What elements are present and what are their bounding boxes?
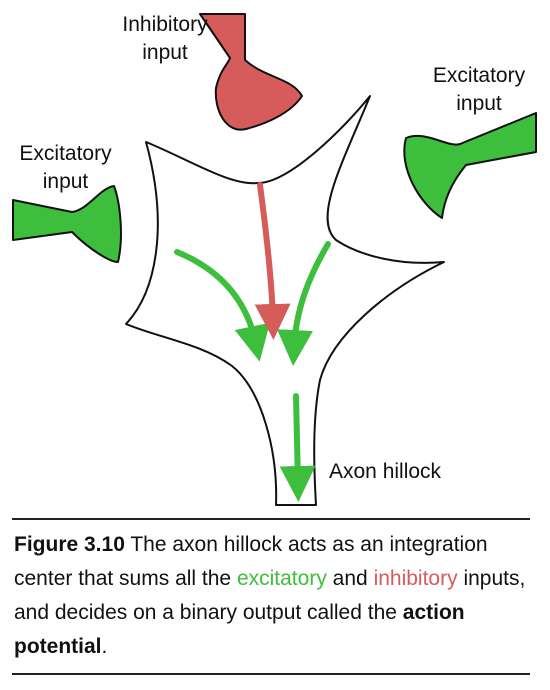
excitatory-terminal-left-icon (12, 185, 122, 263)
caption-text-3: inputs, and decides on a binary output c… (14, 567, 526, 624)
caption-inhibitory-word: inhibitory (373, 567, 458, 590)
caption-bottom-rule (12, 673, 530, 675)
excitatory-input-right-label: Excitatory input (404, 62, 550, 118)
excitatory-left-label-line1: Excitatory (19, 142, 112, 165)
neuron-cell-body (125, 95, 445, 506)
caption-top-rule (12, 518, 530, 520)
inhibitory-label-line1: Inhibitory (122, 13, 208, 36)
caption-end: . (101, 635, 108, 658)
excitatory-arrow-left (174, 249, 270, 362)
inhibitory-arrow (254, 182, 291, 340)
caption-text-1: The axon hillock acts as an integration … (14, 533, 488, 590)
caption-excitatory-word: excitatory (236, 567, 327, 590)
output-arrow (279, 393, 316, 502)
excitatory-left-label-line2: input (42, 170, 89, 193)
excitatory-terminal-right-icon (403, 112, 537, 219)
figure-caption: Figure 3.10 The axon hillock acts as an … (14, 528, 532, 664)
excitatory-arrow-right (276, 241, 331, 366)
figure-number: Figure 3.10 (14, 533, 125, 556)
caption-text-2: and (332, 567, 368, 590)
inhibitory-input-label: Inhibitory input (95, 11, 235, 67)
neuron-diagram (12, 13, 537, 506)
caption-bold-term: action potential (14, 601, 465, 658)
excitatory-input-left-label: Excitatory input (0, 140, 133, 196)
inhibitory-terminal-icon (199, 13, 303, 131)
inhibitory-label-line2: input (142, 41, 188, 64)
excitatory-right-label-line2: input (456, 92, 502, 115)
axon-hillock-label: Axon hillock (329, 460, 442, 483)
excitatory-right-label-line1: Excitatory (432, 64, 526, 87)
